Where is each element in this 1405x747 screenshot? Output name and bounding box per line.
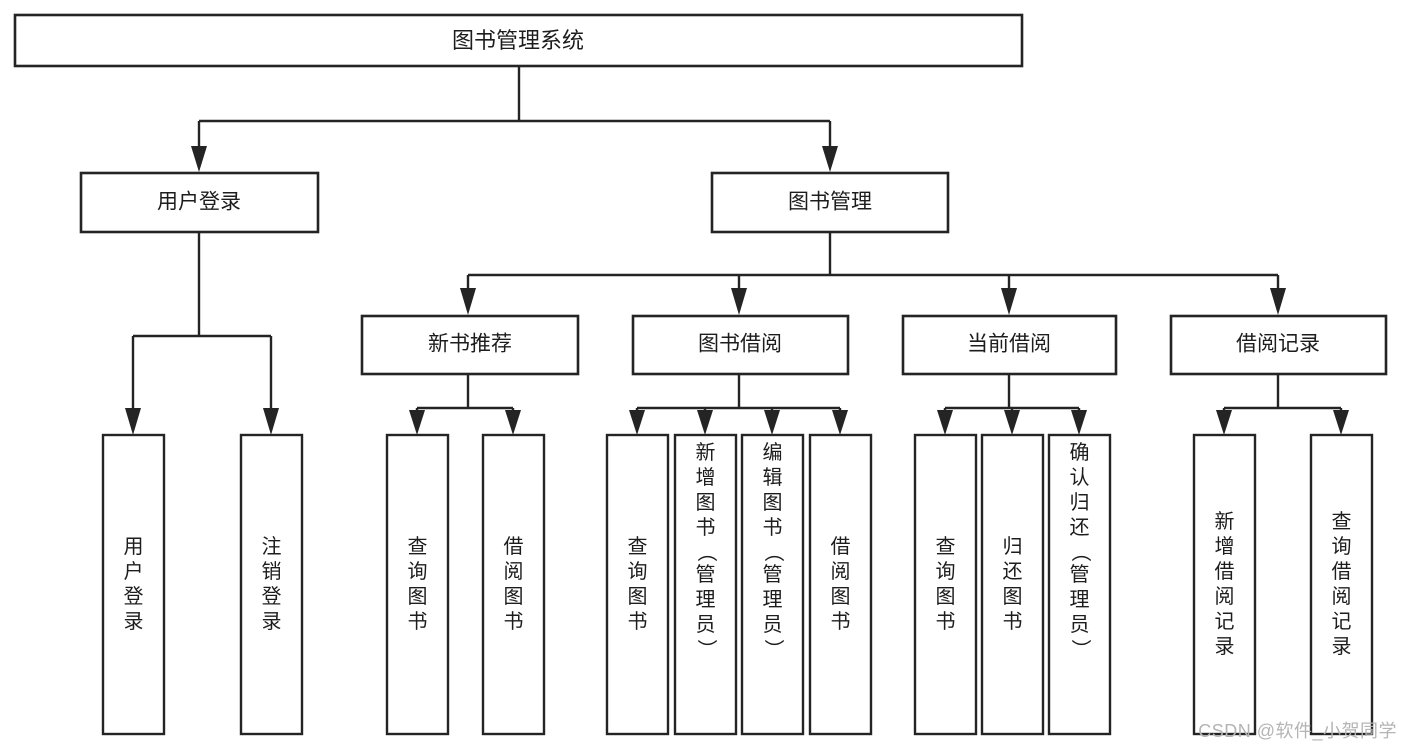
arrow-nbr-leaf-2 (505, 410, 521, 435)
connectors-new-book-recommend (409, 374, 521, 435)
leaf-box-br-2[interactable] (1309, 433, 1374, 736)
arrow-bb-leaf-4 (832, 410, 848, 435)
arrow-book-mgmt-child-2 (731, 288, 747, 315)
leaf-box-cb-1[interactable] (913, 433, 978, 736)
node-root[interactable]: 图书管理系统 (13, 13, 1024, 68)
node-root-label: 图书管理系统 (452, 28, 584, 53)
node-borrow-record[interactable]: 借阅记录 (1169, 314, 1388, 376)
arrow-root-to-book-mgmt (822, 146, 838, 172)
leaf-box-br-1[interactable] (1192, 433, 1257, 736)
leaf-box-bb-3[interactable] (740, 433, 805, 736)
leaf-box-cb-3[interactable] (1047, 433, 1112, 736)
node-current-borrow-box[interactable] (901, 314, 1118, 376)
leaf-boxes-borrow-record (1192, 433, 1374, 736)
leaf-box-user-login-2[interactable] (239, 433, 304, 736)
node-book-management-box[interactable] (710, 171, 950, 234)
node-book-management[interactable]: 图书管理 (710, 171, 950, 234)
arrow-user-login-leaf-1 (125, 408, 141, 435)
leaf-boxes-current-borrow (913, 433, 1112, 736)
connectors-book-mgmt (460, 232, 1286, 315)
node-book-borrow-label: 图书借阅 (698, 333, 782, 356)
node-current-borrow-label: 当前借阅 (967, 333, 1051, 356)
node-root-box[interactable] (13, 13, 1024, 68)
node-new-book-recommend[interactable]: 新书推荐 (360, 314, 580, 376)
leaf-box-bb-4[interactable] (808, 433, 873, 736)
arrow-bb-leaf-2 (697, 410, 713, 435)
arrow-book-mgmt-child-1 (460, 288, 476, 315)
leaf-boxes-book-borrow (605, 433, 873, 736)
node-borrow-record-label: 借阅记录 (1236, 333, 1320, 356)
arrow-book-mgmt-child-4 (1270, 288, 1286, 315)
leaf-box-cb-2[interactable] (980, 433, 1045, 736)
leaf-box-bb-1[interactable] (605, 433, 670, 736)
connectors-root (191, 66, 838, 172)
arrow-br-leaf-2 (1333, 410, 1349, 435)
arrow-root-to-user-login (191, 146, 207, 172)
arrow-bb-leaf-3 (764, 410, 780, 435)
arrow-br-leaf-1 (1216, 410, 1232, 435)
connectors-book-borrow (629, 374, 848, 435)
arrow-cb-leaf-1 (937, 410, 953, 435)
arrow-cb-leaf-2 (1004, 410, 1020, 435)
node-user-login-label: 用户登录 (157, 191, 241, 214)
leaf-box-user-login-1[interactable] (101, 433, 166, 736)
leaf-boxes-user-login (101, 433, 304, 736)
node-book-management-label: 图书管理 (788, 191, 872, 214)
node-new-book-recommend-box[interactable] (360, 314, 580, 376)
arrow-user-login-leaf-2 (263, 408, 279, 435)
arrow-nbr-leaf-1 (409, 410, 425, 435)
leaf-box-nbr-1[interactable] (385, 433, 450, 736)
arrow-book-mgmt-child-3 (1001, 288, 1017, 315)
node-new-book-recommend-label: 新书推荐 (428, 333, 512, 356)
node-current-borrow[interactable]: 当前借阅 (901, 314, 1118, 376)
node-book-borrow-box[interactable] (631, 314, 850, 376)
connectors-user-login (125, 232, 279, 435)
arrow-bb-leaf-1 (629, 410, 645, 435)
leaf-box-nbr-2[interactable] (481, 433, 546, 736)
leaf-boxes-new-book-recommend (385, 433, 546, 736)
node-user-login[interactable]: 用户登录 (79, 171, 320, 234)
leaf-box-bb-2[interactable] (673, 433, 738, 736)
node-user-login-box[interactable] (79, 171, 320, 234)
node-book-borrow[interactable]: 图书借阅 (631, 314, 850, 376)
connectors-current-borrow (937, 374, 1087, 435)
arrow-cb-leaf-3 (1071, 410, 1087, 435)
connectors-borrow-record (1216, 374, 1349, 435)
node-borrow-record-box[interactable] (1169, 314, 1388, 376)
